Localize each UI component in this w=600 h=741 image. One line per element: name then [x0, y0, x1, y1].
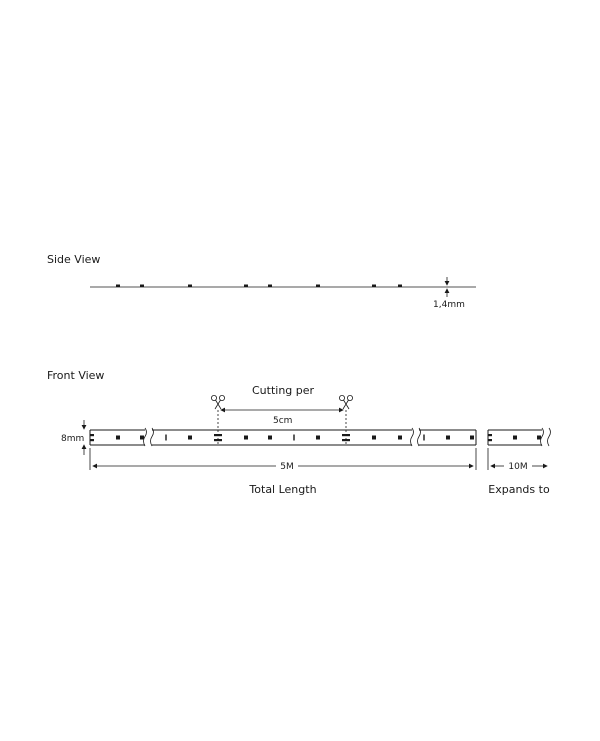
solder-pad — [342, 439, 350, 442]
extension-strip — [487, 427, 551, 447]
thickness-dimension: 1,4mm — [433, 277, 465, 310]
side-led-chip — [316, 284, 320, 287]
wavy-break-icon — [143, 427, 154, 447]
wavy-break-icon — [540, 427, 551, 447]
led-chip — [372, 435, 376, 440]
led-chip — [244, 435, 248, 440]
side-led-chip — [268, 284, 272, 287]
led-chip — [470, 435, 474, 440]
solder-pad — [214, 439, 222, 442]
cut-interval-dimension: 5cm — [217, 407, 347, 446]
expand-caption: Expands to — [488, 483, 550, 496]
expand-length-dimension: 10M — [487, 448, 548, 472]
cut-interval-label: 5cm — [273, 416, 292, 426]
side-led-chip — [116, 284, 120, 287]
scissors-icon — [339, 395, 353, 410]
led-chip — [316, 435, 320, 440]
solder-pad — [214, 434, 222, 437]
side-led-chip — [398, 284, 402, 287]
front-view-leds — [90, 434, 474, 442]
led-chip — [116, 435, 120, 440]
resistor-mark — [423, 434, 425, 441]
total-length-caption: Total Length — [248, 483, 316, 496]
led-chip — [398, 435, 402, 440]
extension-leds — [488, 434, 541, 442]
side-led-chip — [244, 284, 248, 287]
solder-pad — [342, 434, 350, 437]
thickness-label: 1,4mm — [433, 300, 465, 310]
led-chip — [537, 435, 541, 440]
side-view-title: Side View — [47, 253, 100, 266]
cutting-label: Cutting per — [252, 384, 315, 397]
side-view-strip — [90, 284, 476, 288]
side-led-chip — [188, 284, 192, 287]
led-chip — [446, 435, 450, 440]
front-view-title: Front View — [47, 369, 104, 382]
led-chip — [188, 435, 192, 440]
side-led-chip — [140, 284, 144, 287]
scissors-icon — [211, 395, 225, 410]
expand-length-label: 10M — [508, 462, 527, 472]
total-length-dimension: 5M — [89, 448, 477, 472]
solder-pad — [90, 434, 94, 437]
solder-pad — [488, 434, 492, 437]
led-chip — [140, 435, 144, 440]
length-label: 5M — [280, 462, 294, 472]
resistor-mark — [293, 434, 295, 441]
led-chip — [513, 435, 517, 440]
width-label: 8mm — [61, 434, 84, 444]
front-view-strip — [89, 427, 477, 447]
resistor-mark — [165, 434, 167, 441]
led-chip — [268, 435, 272, 440]
side-led-chip — [372, 284, 376, 287]
solder-pad — [90, 439, 94, 442]
width-dimension: 8mm — [61, 420, 87, 455]
solder-pad — [488, 439, 492, 442]
side-view-leds — [116, 284, 402, 287]
wavy-break-icon — [410, 427, 421, 447]
